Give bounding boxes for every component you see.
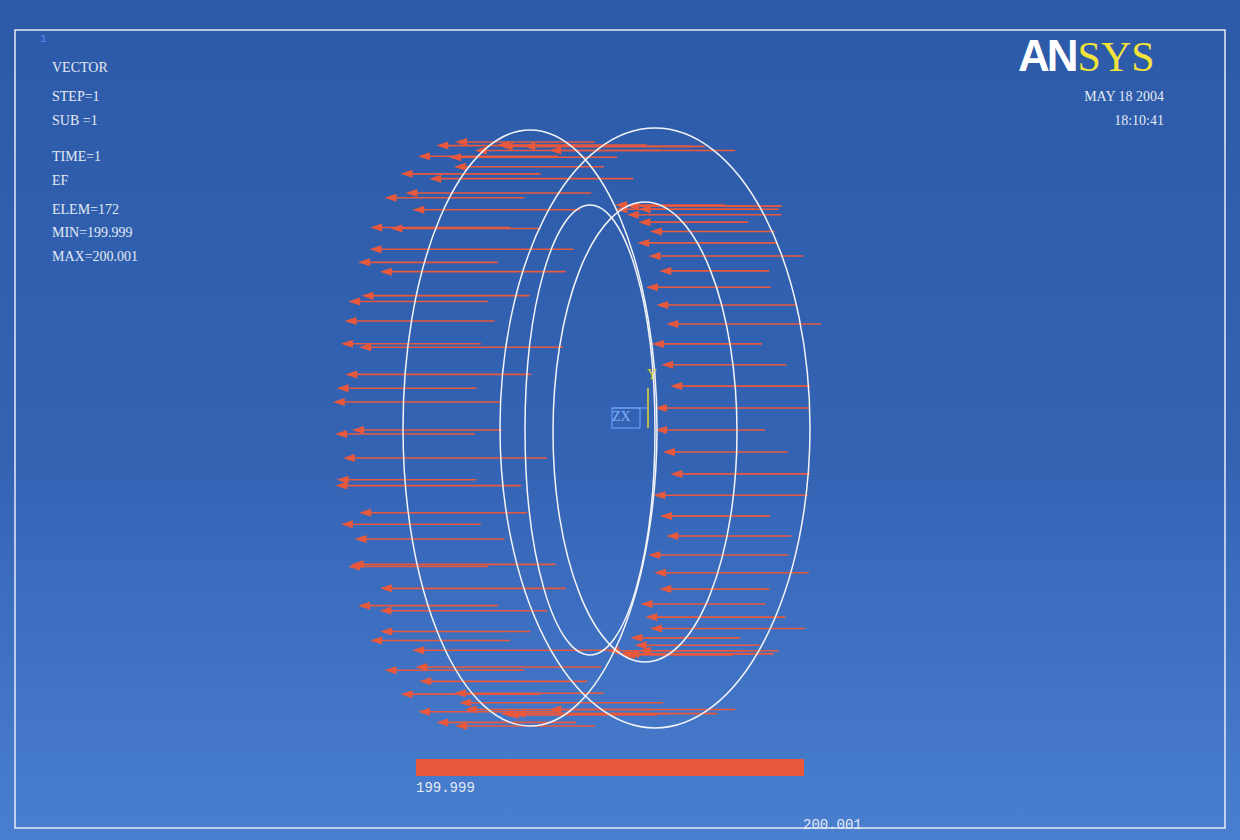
axis-triad <box>612 388 648 428</box>
vector-arrows <box>333 138 821 730</box>
plot-label: 199.999 <box>416 781 475 795</box>
plot-label: SUB =1 <box>52 114 98 128</box>
plot-label: Y <box>647 368 657 382</box>
plot-label: ZX <box>612 410 631 424</box>
plot-label: 1 <box>40 34 47 45</box>
plot-label: STEP=1 <box>52 90 100 104</box>
plot-label: ELEM=172 <box>52 203 119 217</box>
plot-label: MIN=199.999 <box>52 226 133 240</box>
logo-text: SYS <box>1078 36 1155 78</box>
plot-label: EF <box>52 174 68 188</box>
plot-label: MAX=200.001 <box>52 250 138 264</box>
scale-bar <box>416 759 804 776</box>
plot-label: 18:10:41 <box>1114 114 1164 128</box>
plot-label: MAY 18 2004 <box>1084 90 1164 104</box>
plot-label: TIME=1 <box>52 150 101 164</box>
plot-label: VECTOR <box>52 61 108 75</box>
logo-text: AN <box>1018 34 1076 78</box>
plot-label: 200.001 <box>803 818 862 832</box>
plot-frame <box>15 30 1225 828</box>
ring-outline <box>403 128 810 728</box>
